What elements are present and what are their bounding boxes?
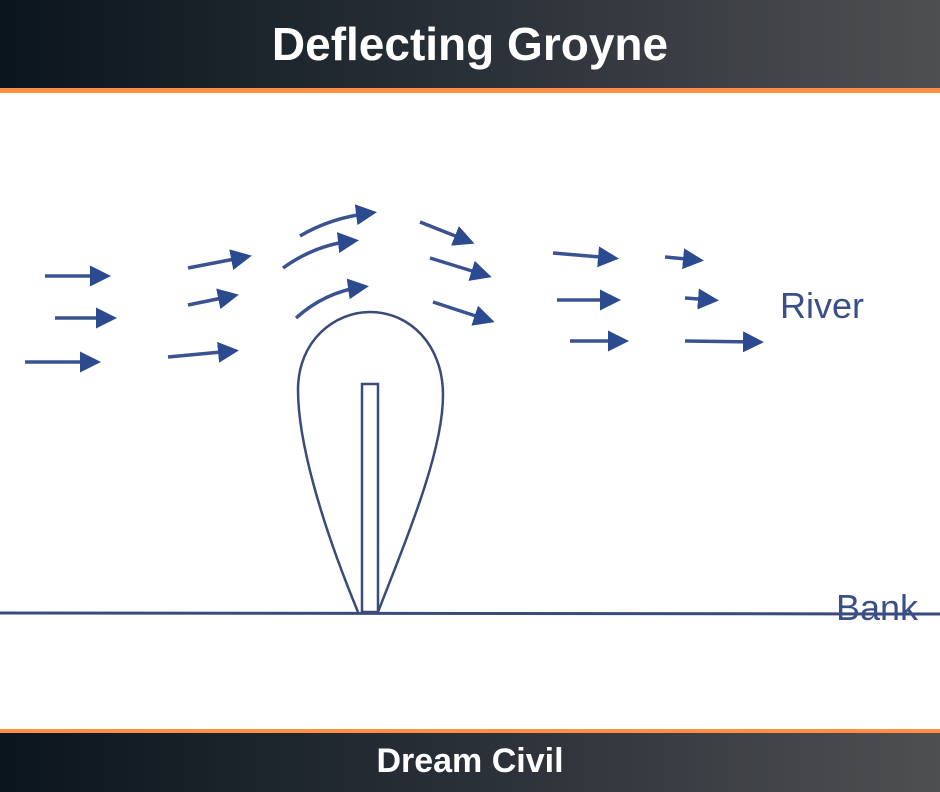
flow-arrow [684,331,764,353]
flow-arrows [25,204,764,373]
flow-arrow [187,249,252,270]
flow-arrow [684,288,719,310]
groyne [360,382,380,614]
scour-envelope [296,310,445,613]
flow-arrow [429,256,492,281]
footer-brand: Dream Civil [376,742,564,780]
flow-arrow [419,220,475,246]
flow-arrow [281,232,359,270]
flow-arrow [294,278,369,320]
title-banner: Deflecting Groyne [0,0,940,93]
flow-arrow [299,204,377,238]
river-label: River [780,285,864,326]
flow-arrow [187,288,239,310]
flow-arrow [552,246,619,268]
bank-label: Bank [836,587,919,628]
flow-arrow [664,248,704,270]
footer-banner: Dream Civil [0,729,940,792]
groyne-diagram: River Bank [0,204,940,628]
flow-arrow [167,341,239,363]
flow-arrow [432,300,495,326]
bank-line [0,611,940,616]
page-title: Deflecting Groyne [271,18,669,70]
